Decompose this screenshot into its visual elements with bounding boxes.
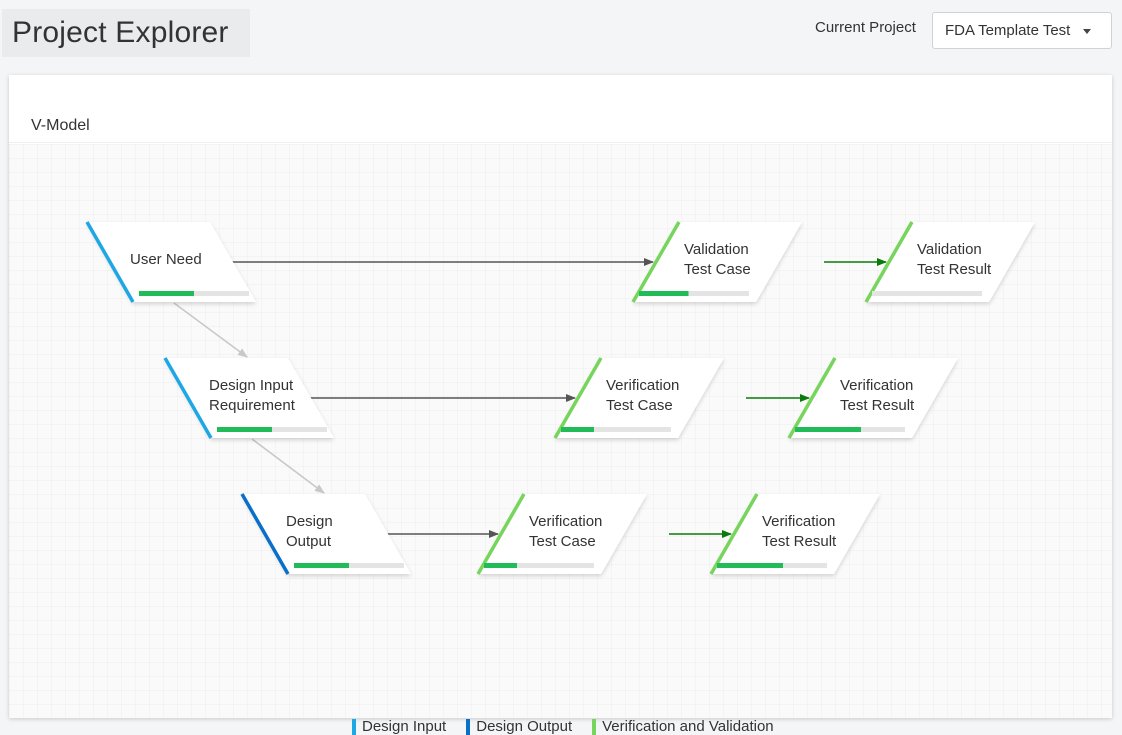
node-shape xyxy=(87,222,256,302)
node-accent-edge xyxy=(553,357,603,439)
legend-item-design-input: Design Input xyxy=(352,718,446,735)
progress-track xyxy=(484,563,594,568)
legend: Design Input Design Output Verification … xyxy=(352,718,774,735)
node-accent-edge xyxy=(709,493,759,575)
node-accent-edge xyxy=(240,493,290,575)
legend-label: Verification and Validation xyxy=(602,718,774,735)
progress-fill xyxy=(294,563,349,568)
progress-fill xyxy=(639,291,689,296)
node-verification-test-result-1[interactable] xyxy=(787,357,958,439)
progress-fill xyxy=(217,427,272,432)
node-shape xyxy=(866,222,1035,302)
project-select[interactable]: FDA Template Test xyxy=(932,12,1112,49)
legend-swatch-verification-validation xyxy=(592,718,597,735)
project-select-value: FDA Template Test xyxy=(945,22,1071,39)
progress-fill xyxy=(139,291,194,296)
node-validation-test-result[interactable] xyxy=(864,221,1035,303)
node-shape xyxy=(242,494,411,574)
node-shape xyxy=(165,358,334,438)
node-shape xyxy=(789,358,958,438)
progress-fill xyxy=(561,427,594,432)
node-shape xyxy=(478,494,647,574)
node-design-output[interactable] xyxy=(240,493,411,575)
legend-swatch-design-input xyxy=(352,718,356,735)
edge-user-need-to-design-input-requirement xyxy=(173,302,248,358)
node-shape xyxy=(633,222,802,302)
node-user-need[interactable] xyxy=(85,221,256,303)
node-verification-test-result-2[interactable] xyxy=(709,493,880,575)
current-project-label: Current Project xyxy=(815,19,916,36)
legend-item-verification-validation: Verification and Validation xyxy=(592,718,774,735)
progress-fill xyxy=(795,427,861,432)
progress-track xyxy=(561,427,671,432)
page-title: Project Explorer xyxy=(2,9,250,57)
progress-fill xyxy=(717,563,783,568)
legend-item-design-output: Design Output xyxy=(466,718,572,735)
node-accent-edge xyxy=(787,357,837,439)
node-shape xyxy=(711,494,880,574)
legend-label: Design Input xyxy=(362,718,447,735)
node-shape xyxy=(555,358,724,438)
chevron-down-icon xyxy=(1083,29,1091,34)
node-accent-edge xyxy=(864,221,914,303)
node-accent-edge xyxy=(631,221,681,303)
v-model-svg xyxy=(85,221,1035,575)
node-validation-test-case[interactable] xyxy=(631,221,802,303)
progress-track xyxy=(872,291,982,296)
node-accent-edge xyxy=(85,221,135,303)
node-design-input-requirement[interactable] xyxy=(163,357,334,439)
legend-label: Design Output xyxy=(476,718,573,735)
progress-track xyxy=(639,291,749,296)
legend-swatch-design-output xyxy=(466,718,471,735)
node-verification-test-case-1[interactable] xyxy=(553,357,724,439)
edge-design-input-requirement-to-design-output xyxy=(251,438,325,494)
node-accent-edge xyxy=(476,493,526,575)
node-verification-test-case-2[interactable] xyxy=(476,493,647,575)
progress-fill xyxy=(484,563,517,568)
node-accent-edge xyxy=(163,357,213,439)
card-title: V-Model xyxy=(9,75,1112,143)
